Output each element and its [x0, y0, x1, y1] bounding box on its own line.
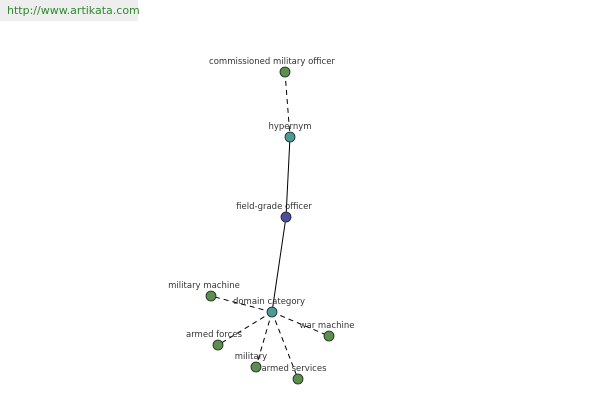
node-hypernym[interactable] [284, 131, 296, 143]
node-machine[interactable] [205, 290, 217, 302]
node-label-machine: military machine [168, 281, 240, 291]
source-link-box: http://www.artikata.com [0, 0, 140, 21]
source-link[interactable]: http://www.artikata.com [7, 4, 140, 17]
node-label-domain: domain category [233, 297, 305, 307]
node-label-hypernym: hypernym [268, 122, 311, 132]
labels-layer: commissioned military officer hypernym fie… [168, 57, 354, 374]
node-label-military: military [235, 352, 267, 362]
node-services[interactable] [292, 373, 304, 385]
edge-hypernym-field [285, 136, 291, 218]
node-forces[interactable] [212, 339, 224, 351]
edge-commissioned-hypernym [284, 71, 291, 138]
edge-domain-war [271, 311, 330, 337]
node-label-forces: armed forces [186, 330, 243, 340]
node-label-commissioned: commissioned military officer [209, 57, 335, 67]
node-domain[interactable] [266, 306, 278, 318]
edge-domain-forces [217, 311, 273, 346]
node-label-services: armed services [261, 364, 327, 374]
edge-domain-military [255, 311, 273, 368]
node-military[interactable] [250, 361, 262, 373]
nodes-layer [205, 66, 335, 385]
edge-domain-services [271, 311, 299, 380]
node-commissioned[interactable] [279, 66, 291, 78]
edge-domain-machine [210, 295, 273, 313]
edges-layer [210, 71, 330, 380]
node-label-war: war machine [300, 321, 355, 331]
node-field[interactable] [280, 211, 292, 223]
node-label-field: field-grade officer [236, 202, 312, 212]
node-war[interactable] [323, 330, 335, 342]
edge-field-domain [271, 216, 287, 313]
